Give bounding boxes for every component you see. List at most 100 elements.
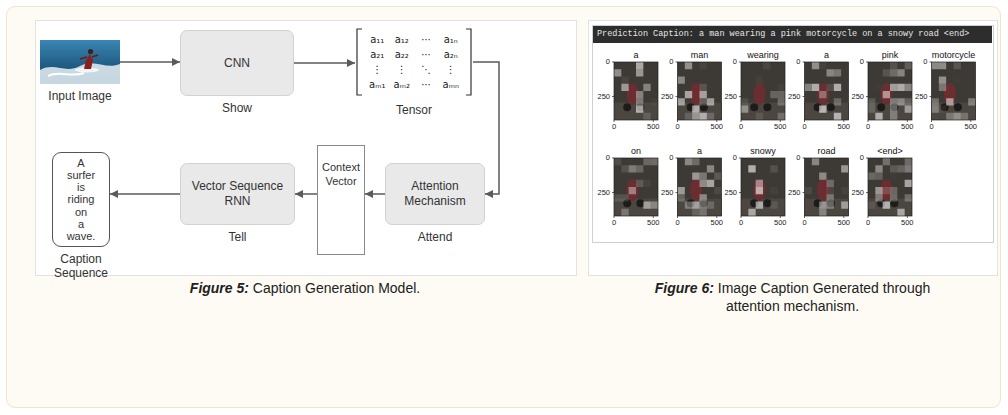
attention-cell: [678, 187, 685, 194]
attention-cell: [883, 91, 890, 98]
tick-marks: [676, 158, 717, 218]
attention-cell: [770, 165, 777, 172]
attention-cell: [692, 209, 699, 216]
matrix-cell: a₁ₙ: [444, 35, 458, 45]
axis-tick: 250: [597, 189, 610, 197]
matrix-cell: aₘ₁: [369, 80, 385, 90]
attention-cell: [819, 106, 826, 113]
axis-tick: 0: [733, 154, 737, 162]
plot-title: a: [824, 50, 829, 60]
matrix-grid: a₁₁a₁₂⋯a₁ₙa₂₁a₂₂⋯a₂ₙ⋮⋮⋱⋮aₘ₁aₘ₂⋯aₘₙ: [365, 32, 463, 92]
attention-map: [676, 62, 722, 122]
attention-cell: [841, 202, 848, 209]
tick-marks: [739, 158, 780, 218]
axis-tick: 0: [669, 154, 673, 162]
matrix-cell: a₂ₙ: [444, 50, 458, 60]
plot-frame: [614, 62, 658, 120]
plot-frame: [741, 62, 785, 120]
attention-cell: [685, 91, 692, 98]
matrix-cell: a₂₁: [370, 50, 384, 60]
process-box: Vector Sequence RNN: [180, 163, 295, 225]
node-caption: Show: [180, 101, 294, 115]
attention-cell: [643, 180, 650, 187]
attention-cell: [905, 180, 912, 187]
attention-cell: [700, 62, 707, 69]
image-ground: [614, 62, 658, 120]
attention-cell: [748, 165, 755, 172]
attention-cell: [939, 77, 946, 84]
node-caption: Caption Sequence: [52, 252, 110, 281]
attention-cell: [939, 106, 946, 113]
attention-cell: [827, 187, 834, 194]
axis-tick: 250: [724, 93, 737, 101]
attention-cell: [636, 62, 643, 69]
attention-cell: [748, 98, 755, 105]
attention-cell: [643, 113, 650, 120]
attention-cell: [714, 173, 721, 180]
attention-cell: [905, 106, 912, 113]
axis-tick: 0: [923, 58, 927, 66]
attention-map: [676, 158, 722, 218]
axis-tick: 500: [838, 123, 851, 131]
attention-cell: [841, 165, 848, 172]
axis-tick: 0: [866, 219, 870, 227]
connector-arrow: [365, 193, 385, 195]
attention-cell: [621, 84, 628, 91]
bracket: [466, 29, 471, 95]
attention-cell: [905, 62, 912, 69]
plot-title: wearing: [747, 50, 779, 60]
attention-cell: [778, 98, 785, 105]
attention-cell: [905, 84, 912, 91]
plot-frame: [805, 158, 849, 216]
axis-tick: 0: [860, 154, 864, 162]
attention-map: [866, 158, 912, 218]
plot-title: on: [631, 146, 641, 156]
attention-cell: [875, 165, 882, 172]
attention-map: [803, 62, 849, 122]
axis-tick: 0: [669, 58, 673, 66]
plot-frame: [614, 158, 658, 216]
diagram-node: Input Image: [40, 40, 120, 103]
wheel: [877, 103, 885, 111]
image-ground: [805, 158, 849, 216]
attention-map: [612, 62, 658, 122]
attention-cell: [883, 158, 890, 165]
axis-tick: 250: [788, 93, 801, 101]
attention-cell: [692, 106, 699, 113]
attention-cell: [651, 202, 658, 209]
attention-cell: [890, 113, 897, 120]
attention-cell: [700, 194, 707, 201]
attention-cell: [890, 98, 897, 105]
attention-cell: [756, 180, 763, 187]
attention-cell: [939, 62, 946, 69]
attention-cell: [819, 173, 826, 180]
tick-marks: [612, 158, 653, 218]
attention-cell: [621, 209, 628, 216]
axis-tick: 0: [796, 58, 800, 66]
node-caption: Tell: [180, 230, 295, 244]
image-ground: [932, 62, 976, 120]
axis-tick: 0: [929, 123, 933, 131]
attention-cell: [614, 194, 621, 201]
tick-marks: [676, 62, 717, 122]
attention-cell: [827, 84, 834, 91]
plot-title: road: [817, 146, 835, 156]
attention-cell: [692, 202, 699, 209]
diagram-node: a₁₁a₁₂⋯a₁ₙa₂₁a₂₂⋯a₂ₙ⋮⋮⋱⋮aₘ₁aₘ₂⋯aₘₙTensor: [355, 26, 473, 117]
attention-cell: [770, 187, 777, 194]
matrix-cell: a₁₁: [370, 35, 384, 45]
attention-cell: [643, 84, 650, 91]
connector-arrow: [120, 61, 180, 63]
wheel: [636, 199, 644, 207]
image-ground: [868, 158, 912, 216]
surfer-photo: [40, 40, 120, 84]
attention-cell: [636, 106, 643, 113]
attention-cell: [932, 98, 939, 105]
matrix-cell: ⋯: [421, 80, 431, 90]
attention-cell: [890, 173, 897, 180]
attention-cell: [890, 194, 897, 201]
attention-cell: [778, 91, 785, 98]
attention-cell: [700, 98, 707, 105]
